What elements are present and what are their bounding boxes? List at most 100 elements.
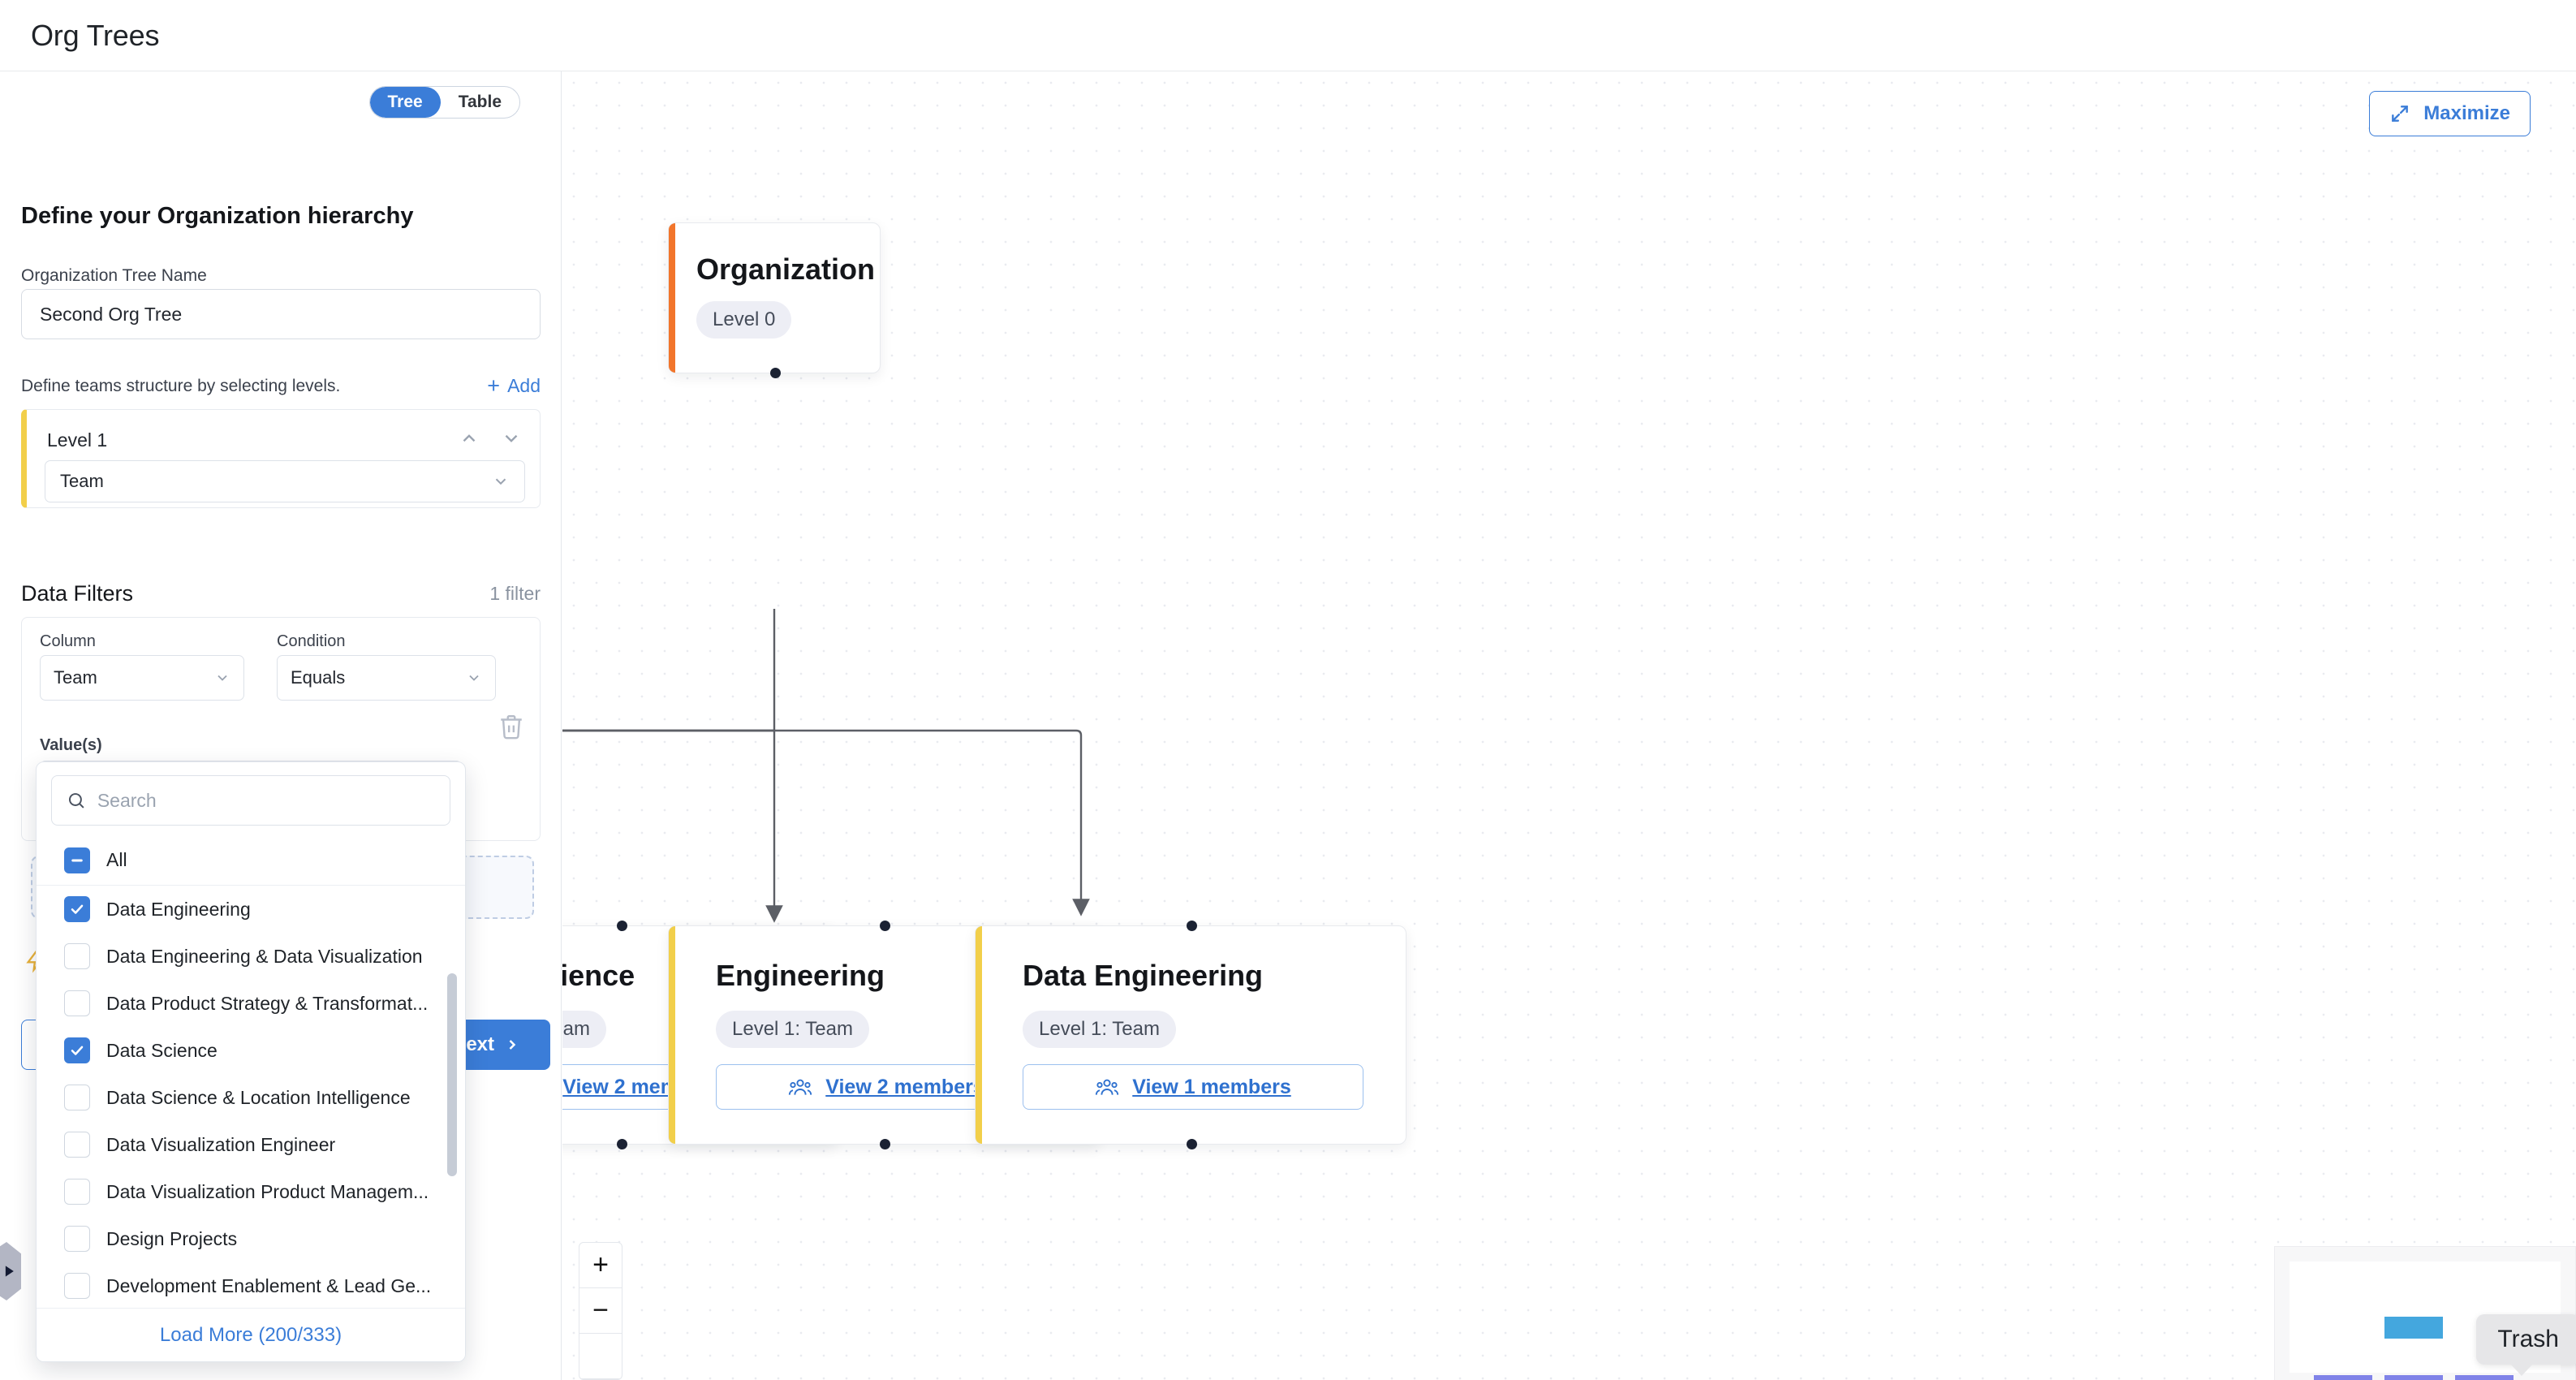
values-label: Value(s) [40, 736, 102, 754]
list-item[interactable]: Data Product Strategy & Transformat... [37, 980, 465, 1027]
delete-filter-icon[interactable] [498, 713, 525, 740]
dropdown-option-list[interactable]: Data Engineering Data Engineering & Data… [37, 886, 465, 1301]
tree-name-label: Organization Tree Name [21, 266, 207, 285]
condition-select[interactable]: Equals [277, 655, 496, 701]
checkbox-icon[interactable] [64, 1132, 90, 1158]
tab-table[interactable]: Table [458, 93, 502, 111]
zoom-out-button[interactable]: − [579, 1288, 622, 1334]
zoom-fit-button[interactable] [579, 1334, 622, 1379]
checkbox-icon[interactable] [64, 943, 90, 969]
checkbox-icon[interactable] [64, 990, 90, 1016]
checkbox-icon[interactable] [64, 1179, 90, 1205]
node-level-badge: Level 1: Team [716, 1011, 869, 1048]
node-port-bottom[interactable] [617, 1139, 627, 1149]
chevron-down-icon[interactable] [501, 428, 522, 449]
condition-value: Equals [291, 667, 346, 688]
define-levels-row: Define teams structure by selecting leve… [21, 375, 541, 397]
view-members-button[interactable]: View 1 members [1023, 1064, 1363, 1110]
checkbox-icon[interactable] [64, 1226, 90, 1252]
dropdown-search-input[interactable] [97, 789, 435, 812]
list-item[interactable]: Data Science & Location Intelligence [37, 1074, 465, 1121]
view-members-label: View 1 members [1132, 1075, 1291, 1098]
view-members-label: View 2 members [825, 1075, 984, 1098]
checkbox-icon[interactable] [64, 1273, 90, 1299]
node-level-badge: Level 0 [696, 301, 792, 339]
node-port-top[interactable] [1187, 921, 1197, 931]
top-bar: Org Trees [0, 0, 2576, 71]
node-port-top[interactable] [617, 921, 627, 931]
section-heading: Define your Organization hierarchy [21, 203, 414, 229]
load-more-button[interactable]: Load More (200/333) [37, 1308, 465, 1361]
list-item-label: Design Projects [106, 1227, 238, 1249]
level-card-1: Level 1 Team [21, 409, 541, 508]
view-toggle[interactable]: Tree Table [368, 86, 520, 119]
plus-icon: + [487, 373, 501, 398]
node-accent-bar [669, 223, 675, 373]
page-title: Org Trees [31, 18, 160, 52]
minimap-node-child [2455, 1375, 2514, 1380]
tree-name-input[interactable]: Second Org Tree [21, 289, 541, 339]
list-item[interactable]: Data Engineering & Data Visualization [37, 933, 465, 980]
node-title: Organization [696, 252, 876, 286]
list-item-label: Data Visualization Engineer [106, 1133, 336, 1155]
tab-tree[interactable]: Tree [369, 87, 441, 118]
list-item-label: Data Engineering [106, 898, 251, 920]
node-port-top[interactable] [880, 921, 890, 931]
org-node-child-3[interactable]: Data Engineering Level 1: Team View 1 me… [975, 921, 1406, 1149]
chevron-down-icon [469, 675, 479, 681]
search-icon [68, 793, 84, 809]
list-item[interactable]: Data Visualization Engineer [37, 1121, 465, 1168]
play-arrow-icon [5, 1266, 14, 1277]
node-title: Engineering [716, 959, 885, 992]
level-title: Level 1 [47, 429, 108, 451]
zoom-controls[interactable]: + − [579, 1242, 622, 1380]
level-type-select[interactable]: Team [45, 460, 525, 502]
node-level-badge: Level 1: Team [562, 1011, 606, 1048]
checkbox-icon[interactable] [64, 1085, 90, 1110]
node-accent-bar [669, 926, 675, 1144]
checkbox-icon[interactable] [64, 896, 90, 922]
list-item[interactable]: Design Projects [37, 1215, 465, 1262]
sidebar-expand-handle[interactable] [0, 1242, 21, 1300]
minimap[interactable]: Trash [2274, 1246, 2576, 1380]
org-chart-canvas[interactable]: Maximize Organization Level 0 [562, 71, 2576, 1380]
list-item[interactable]: Data Science [37, 1027, 465, 1074]
maximize-icon [2392, 106, 2409, 122]
define-levels-text: Define teams structure by selecting leve… [21, 376, 341, 395]
option-all[interactable]: All [37, 835, 465, 886]
filter-count: 1 filter [489, 583, 541, 604]
chevron-down-icon [495, 478, 506, 485]
add-level-button[interactable]: + Add [487, 375, 541, 397]
list-item[interactable]: Data Engineering [37, 886, 465, 933]
chevron-up-icon[interactable] [459, 428, 480, 449]
list-item[interactable]: Data Visualization Product Managem... [37, 1168, 465, 1215]
node-accent-bar [976, 926, 982, 1144]
list-item-label: Development Enablement & Lead Ge... [106, 1274, 432, 1296]
node-title: Data Engineering [1023, 959, 1264, 992]
checkbox-all-icon[interactable] [64, 847, 90, 873]
dropdown-search-row[interactable] [51, 775, 450, 826]
list-item[interactable]: Development Enablement & Lead Ge... [37, 1262, 465, 1301]
column-select[interactable]: Team [40, 655, 244, 701]
checkbox-icon[interactable] [64, 1037, 90, 1063]
values-dropdown-popover: All Data Engineering Data Engineering & … [36, 761, 466, 1362]
condition-label: Condition [277, 632, 346, 650]
connector-lines-left [562, 729, 774, 732]
dropdown-scrollbar[interactable] [447, 973, 457, 1176]
trash-tooltip: Trash [2476, 1314, 2576, 1376]
node-port-bottom[interactable] [1187, 1139, 1197, 1149]
data-filters-title: Data Filters [21, 581, 134, 606]
chevron-down-icon [218, 675, 227, 681]
maximize-button[interactable]: Maximize [2369, 91, 2531, 136]
node-port-bottom[interactable] [880, 1139, 890, 1149]
node-level-badge: Level 1: Team [1023, 1011, 1176, 1048]
zoom-in-button[interactable]: + [579, 1243, 622, 1288]
level-type-value: Team [60, 471, 104, 491]
list-item-label: Data Engineering & Data Visualization [106, 945, 423, 967]
node-port-bottom[interactable] [770, 368, 781, 378]
minimap-node-child [2314, 1375, 2372, 1380]
org-node-root[interactable]: Organization Level 0 [668, 222, 881, 378]
add-level-label: Add [507, 375, 541, 396]
minimap-node-root [2384, 1317, 2443, 1339]
column-label: Column [40, 632, 96, 650]
